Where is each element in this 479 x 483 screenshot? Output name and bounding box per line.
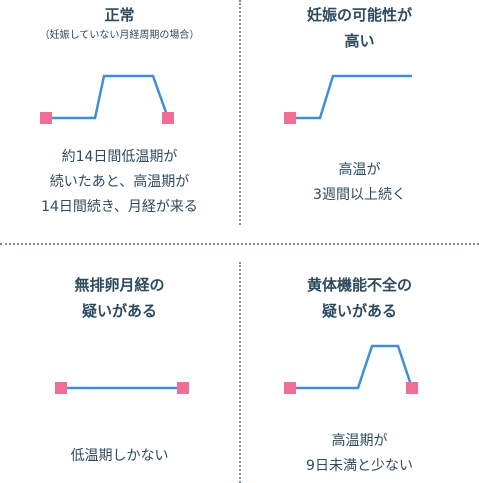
end-marker — [406, 382, 418, 394]
pattern-pregnancy: 妊娠の可能性が 高い — [240, 2, 479, 54]
desc-line: 高温が — [338, 162, 381, 178]
vertical-divider-top — [239, 0, 241, 225]
horizontal-divider — [0, 243, 479, 245]
desc-line: 低温期しかない — [70, 448, 169, 464]
pattern-luteal-title: 黄体機能不全の 疑いがある — [240, 272, 479, 324]
title-line: 無排卵月経の — [74, 276, 165, 294]
start-marker — [40, 112, 52, 124]
pattern-normal-graph — [40, 74, 174, 124]
temperature-line — [290, 74, 412, 120]
temperature-line — [290, 344, 414, 390]
pattern-pregnancy-graph — [284, 74, 412, 124]
pattern-normal-title: 正常 — [0, 2, 239, 28]
end-marker — [162, 112, 174, 124]
pattern-normal-desc: 約14日間低温期が 続いたあと、高温期が 14日間続き、月経が来る — [0, 145, 239, 220]
vertical-divider-bottom — [239, 262, 241, 483]
desc-line: 9日未満と少ない — [306, 458, 413, 474]
pattern-normal: 正常 （妊娠していない月経周期の場合） — [0, 2, 239, 44]
desc-line: 14日間続き、月経が来る — [41, 199, 198, 215]
pattern-luteal-desc: 高温期が 9日未満と少ない — [240, 429, 479, 479]
pattern-luteal-graph — [284, 344, 418, 394]
title-line: 黄体機能不全の — [306, 276, 412, 294]
title-line: 妊娠の可能性が — [306, 6, 412, 24]
pattern-luteal-insufficiency: 黄体機能不全の 疑いがある — [240, 272, 479, 324]
temperature-line — [46, 74, 170, 120]
pattern-pregnancy-title: 妊娠の可能性が 高い — [240, 2, 479, 54]
end-marker — [177, 382, 189, 394]
pattern-normal-subtitle: （妊娠していない月経周期の場合） — [39, 30, 200, 41]
start-marker — [55, 382, 67, 394]
desc-line: 3週間以上続く — [313, 187, 406, 203]
pattern-anovulatory: 無排卵月経の 疑いがある — [0, 272, 239, 324]
title-line: 正常 — [104, 6, 135, 24]
title-line: 疑いがある — [81, 302, 157, 320]
pattern-anovulatory-graph — [55, 382, 189, 394]
desc-line: 続いたあと、高温期が — [49, 174, 190, 190]
title-line: 疑いがある — [321, 302, 397, 320]
pattern-pregnancy-desc: 高温が 3週間以上続く — [240, 158, 479, 208]
pattern-anovulatory-title: 無排卵月経の 疑いがある — [0, 272, 239, 324]
desc-line: 高温期が — [331, 433, 388, 449]
title-line: 高い — [344, 32, 375, 50]
start-marker — [284, 112, 296, 124]
pattern-anovulatory-desc: 低温期しかない — [0, 444, 239, 469]
start-marker — [284, 382, 296, 394]
desc-line: 約14日間低温期が — [61, 149, 178, 165]
